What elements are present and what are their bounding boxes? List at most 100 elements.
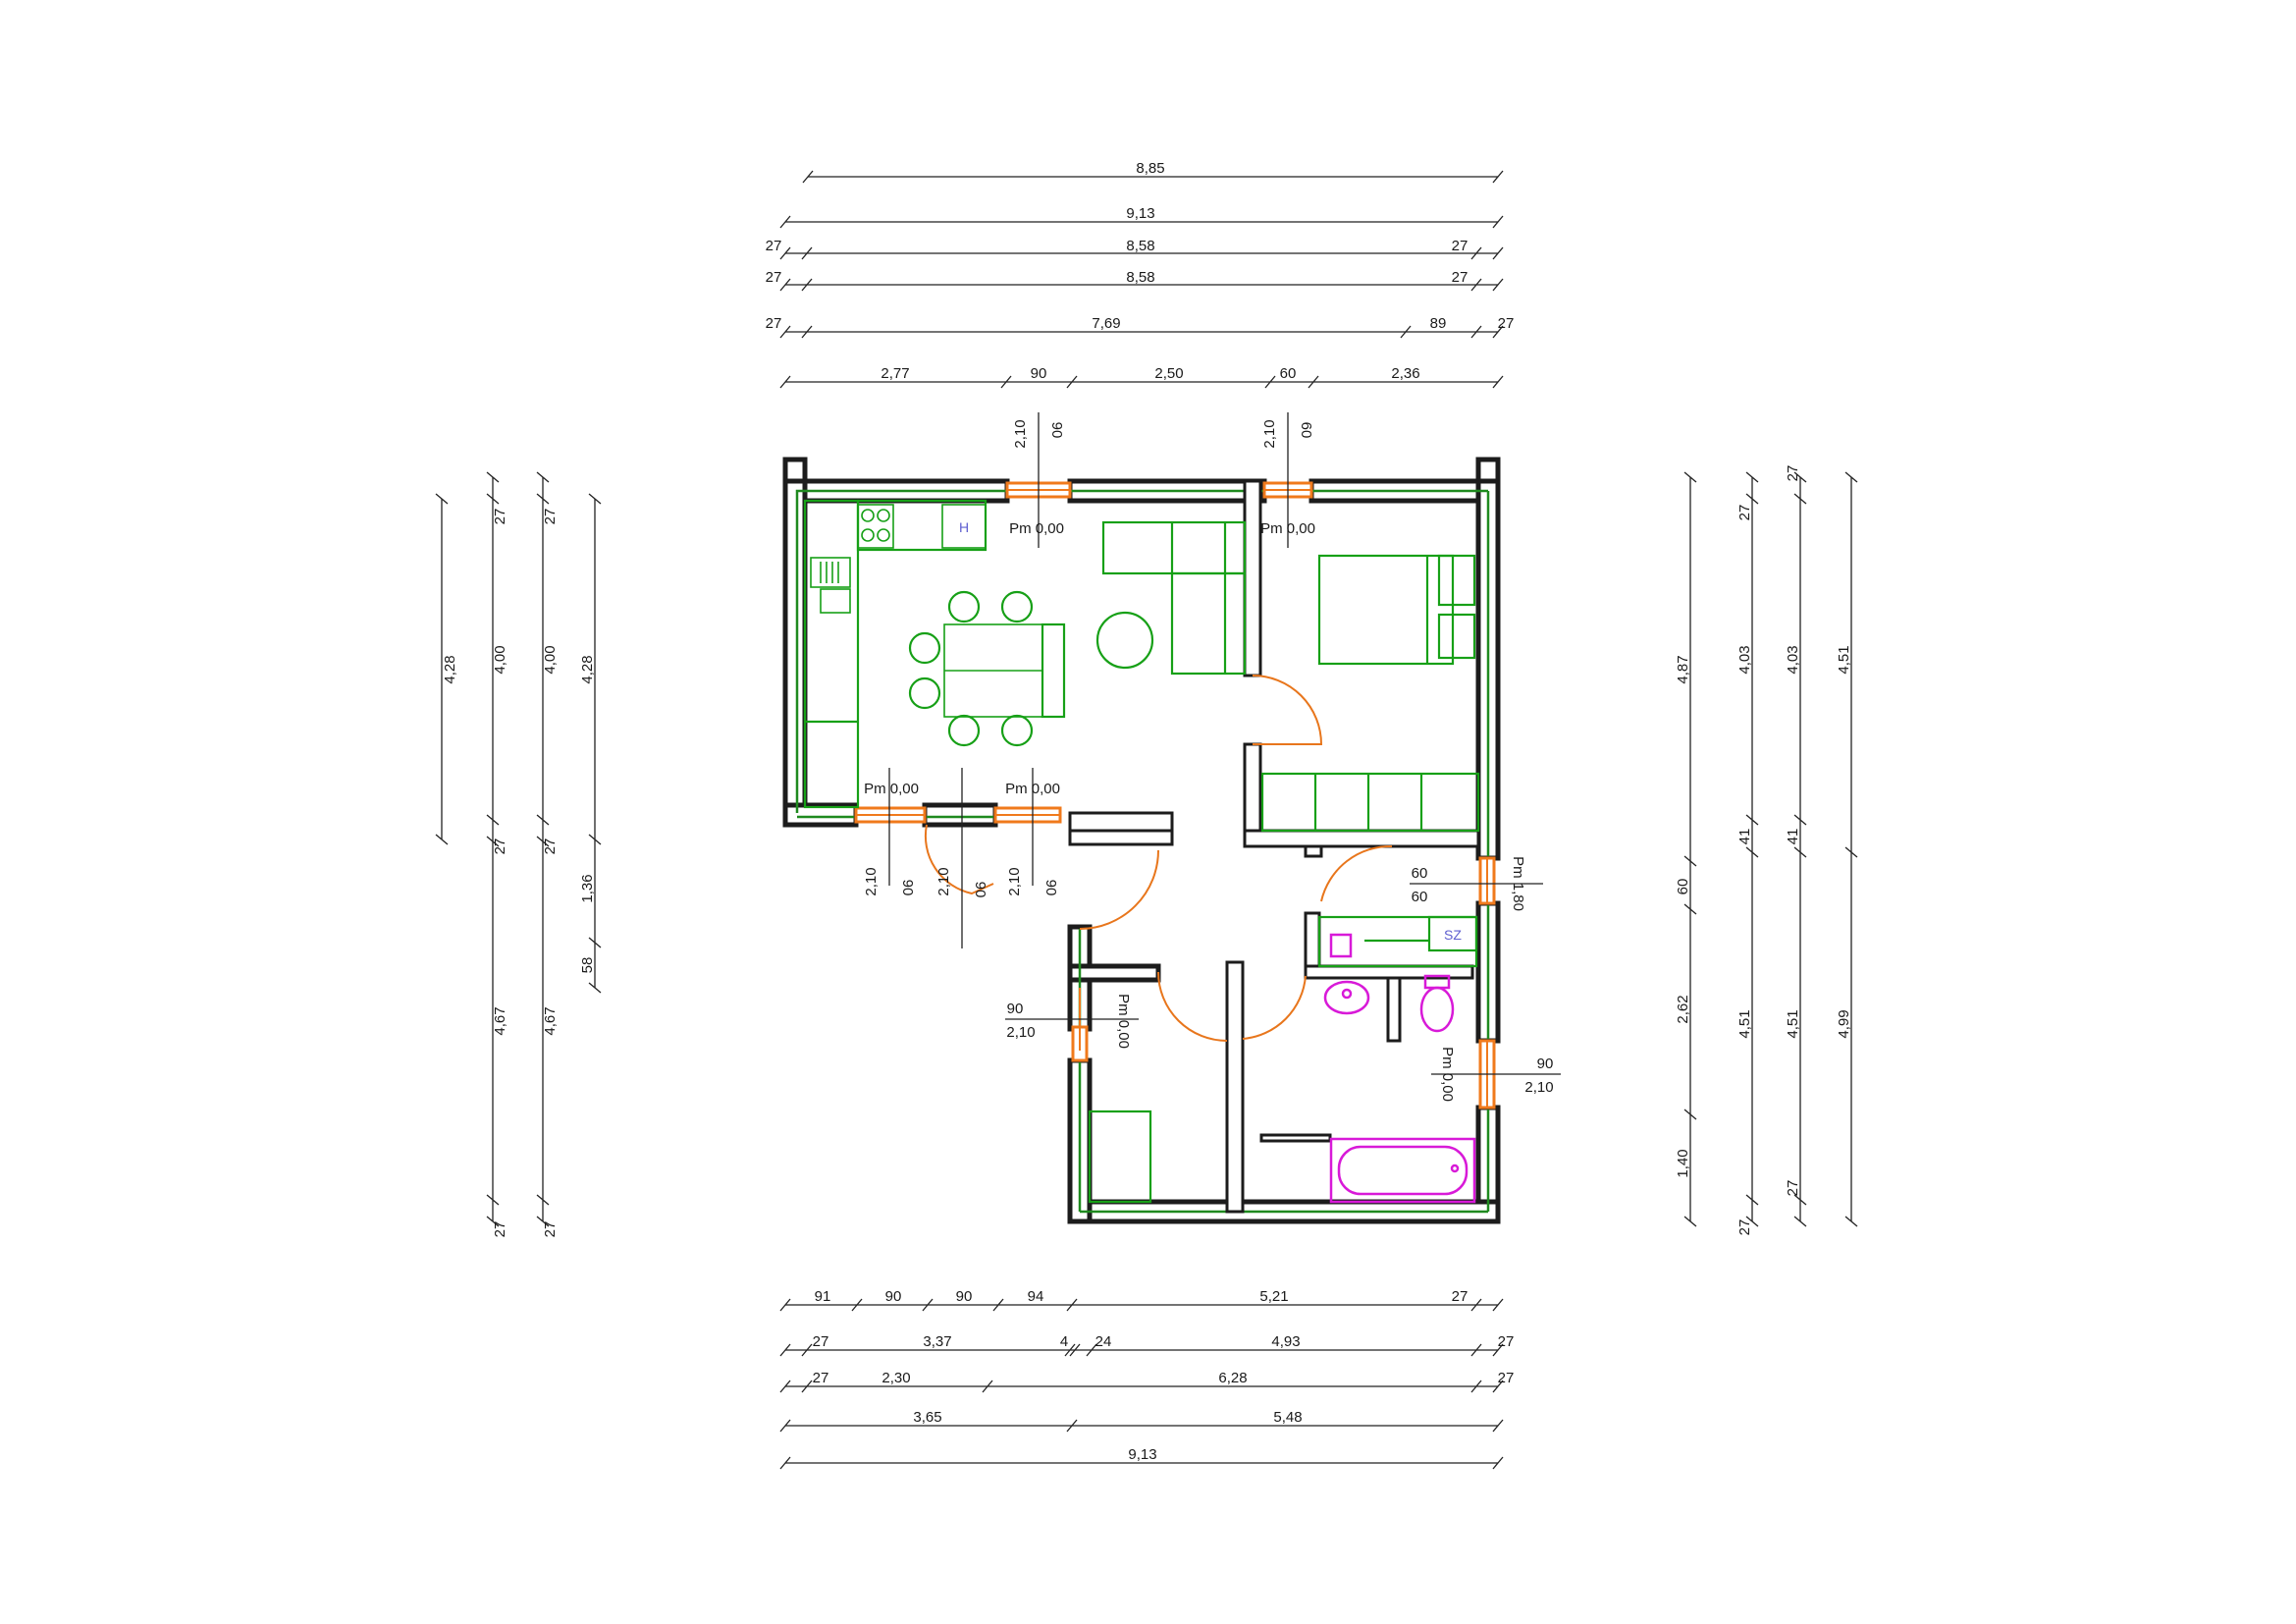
dim-bot-2b: 3,37 <box>923 1333 951 1350</box>
fridge: H <box>941 504 987 549</box>
dim-top-6c: 2,50 <box>1154 365 1183 382</box>
open-tr-h: 2,10 <box>1261 419 1278 448</box>
open-dm-w: 90 <box>972 882 988 898</box>
dim-right-1a: 4,87 <box>1675 655 1691 683</box>
bathtub-icon <box>1329 1137 1476 1204</box>
dim-left-2a: 27 <box>492 509 508 525</box>
dim-top-6d: 60 <box>1280 365 1297 382</box>
dim-bot-3a: 27 <box>813 1370 829 1386</box>
open-rs-w: 60 <box>1412 865 1428 882</box>
door-swing-icon <box>924 675 1393 1042</box>
dim-right-2c: 41 <box>1736 829 1753 845</box>
dim-right-2b: 4,03 <box>1736 645 1753 674</box>
dim-right-1d: 1,40 <box>1675 1149 1691 1177</box>
dim-top-6b: 90 <box>1031 365 1047 382</box>
dim-right-3b: 4,03 <box>1785 645 1801 674</box>
stove-icon <box>857 504 894 549</box>
bottom-dimension-chains: 91 90 90 94 5,21 27 27 3,37 4 24 4,93 27… <box>779 1288 1515 1470</box>
dim-bot-2d: 24 <box>1095 1333 1112 1350</box>
dim-top-2: 9,13 <box>1126 205 1154 222</box>
dim-right-4b: 4,99 <box>1836 1009 1852 1038</box>
bed-icon <box>1317 554 1476 666</box>
dim-top-4b: 8,58 <box>1126 269 1154 286</box>
level-win-bm: Pm 0,00 <box>1005 781 1060 797</box>
dim-right-1c: 2,62 <box>1675 995 1691 1023</box>
dim-right-4a: 4,51 <box>1836 645 1852 674</box>
open-bl-h: 2,10 <box>863 867 880 895</box>
open-tl-h: 2,10 <box>1012 419 1029 448</box>
dim-bot-2a: 27 <box>813 1333 829 1350</box>
toilet-icon <box>1419 974 1455 1033</box>
dim-bot-3c: 6,28 <box>1218 1370 1247 1386</box>
exterior-walls <box>782 457 1501 1224</box>
open-tr-w: 60 <box>1298 422 1314 439</box>
dim-right-2a: 27 <box>1736 505 1753 521</box>
level-kitchen: Pm 0,00 <box>1009 520 1064 537</box>
dim-top-5a: 27 <box>766 315 782 332</box>
sink-icon <box>810 557 851 614</box>
dim-top-1: 8,85 <box>1136 160 1164 177</box>
dim-bot-1d: 94 <box>1028 1288 1044 1305</box>
level-bath: Pm 0,00 <box>1439 1047 1456 1102</box>
dim-bot-3b: 2,30 <box>881 1370 910 1386</box>
level-labels: Pm 0,00 Pm 0,00 Pm 0,00 Pm 0,00 Pm 0,00 … <box>864 520 1526 1102</box>
dim-left-2d: 4,67 <box>492 1006 508 1035</box>
open-bl-w: 90 <box>899 880 916 896</box>
wardrobe-label: SZ <box>1444 927 1462 943</box>
fridge-label: H <box>959 519 969 535</box>
dim-bot-3d: 27 <box>1498 1370 1515 1386</box>
dim-right-2d: 4,51 <box>1736 1009 1753 1038</box>
dim-left-4b: 1,36 <box>579 874 596 902</box>
dim-left-3c: 27 <box>542 839 559 855</box>
dim-bot-4b: 5,48 <box>1273 1409 1302 1426</box>
dim-left-1a: 4,28 <box>442 655 458 683</box>
dim-bot-2f: 27 <box>1498 1333 1515 1350</box>
open-lr-h: 2,10 <box>1006 1024 1035 1041</box>
open-rs-h: 60 <box>1412 889 1428 905</box>
dim-bot-2c: 4 <box>1060 1333 1068 1350</box>
right-dimension-chains: 4,87 60 2,62 1,40 27 4,03 41 4,51 27 27 … <box>1675 465 1858 1236</box>
open-bm-w: 90 <box>1042 880 1059 896</box>
dim-top-4c: 27 <box>1452 269 1468 286</box>
dim-right-3c: 41 <box>1785 829 1801 845</box>
open-tl-w: 90 <box>1048 422 1065 439</box>
left-dimension-chains: 4,28 27 4,00 27 4,67 27 27 4,00 27 4,67 … <box>435 471 602 1238</box>
dim-top-6a: 2,77 <box>881 365 909 382</box>
dim-bot-1e: 5,21 <box>1259 1288 1288 1305</box>
dining-table-icon <box>943 623 1066 719</box>
dim-bot-1b: 90 <box>885 1288 902 1305</box>
open-rr-w: 90 <box>1537 1056 1554 1072</box>
dim-top-3a: 27 <box>766 238 782 254</box>
dim-left-2e: 27 <box>492 1221 508 1238</box>
dim-left-2c: 27 <box>492 839 508 855</box>
room-desk <box>1088 1110 1152 1204</box>
open-dm-h: 2,10 <box>935 867 952 895</box>
dim-top-5b: 7,69 <box>1092 315 1120 332</box>
dim-top-3b: 8,58 <box>1126 238 1154 254</box>
dim-left-4a: 4,28 <box>579 655 596 683</box>
level-bedroom: Pm 0,00 <box>1260 520 1315 537</box>
dim-left-3b: 4,00 <box>542 645 559 674</box>
dim-left-2b: 4,00 <box>492 645 508 674</box>
washbasin-icon <box>1323 933 1370 1015</box>
dim-top-3c: 27 <box>1452 238 1468 254</box>
level-bath-window: Pm 1,80 <box>1510 856 1526 911</box>
dim-left-3a: 27 <box>542 509 559 525</box>
interior-partitions <box>1068 479 1480 1214</box>
dim-top-5c: 89 <box>1430 315 1447 332</box>
bedroom-wardrobe <box>1260 772 1480 833</box>
dim-right-2e: 27 <box>1736 1219 1753 1236</box>
chair-icon <box>908 590 1034 747</box>
bathroom-cabinet: SZ <box>1317 915 1478 968</box>
dim-top-6e: 2,36 <box>1391 365 1419 382</box>
wall-inner-lines <box>795 489 1490 1214</box>
round-table-icon <box>1095 611 1154 670</box>
dim-right-3a: 27 <box>1785 465 1801 482</box>
dim-bot-2e: 4,93 <box>1271 1333 1300 1350</box>
dim-left-4c: 58 <box>579 957 596 974</box>
dim-right-1b: 60 <box>1675 879 1691 895</box>
sofa-icon <box>1101 520 1247 676</box>
dim-bot-1a: 91 <box>815 1288 831 1305</box>
dim-top-4a: 27 <box>766 269 782 286</box>
